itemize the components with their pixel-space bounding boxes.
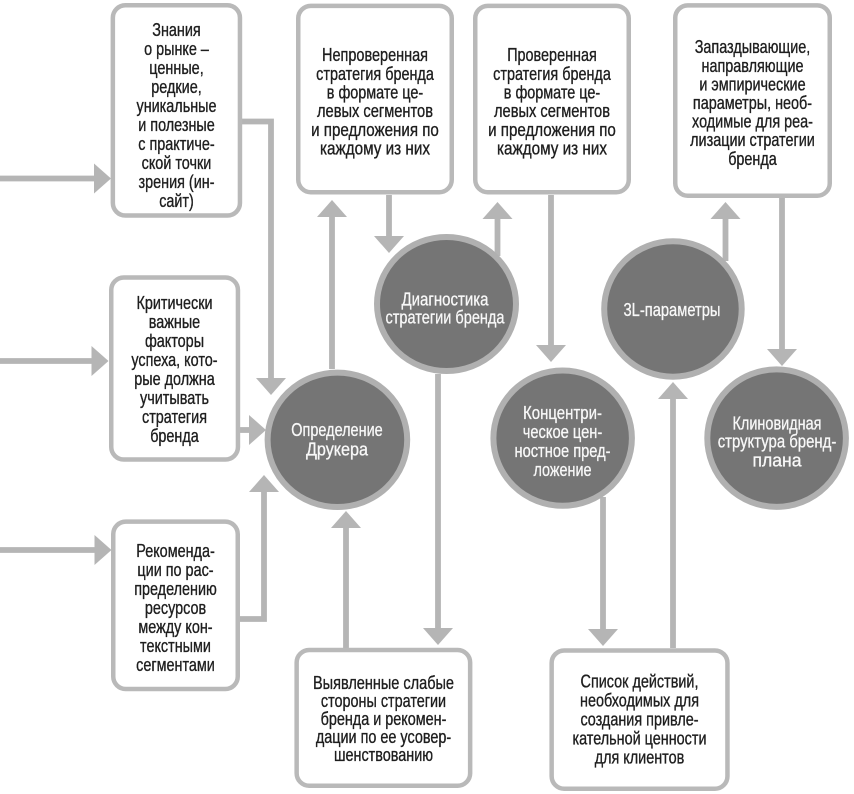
svg-text:параметры, необ-: параметры, необ- [693, 93, 812, 113]
svg-text:направляющие: направляющие [702, 56, 804, 76]
svg-text:Определение: Определение [291, 420, 382, 440]
svg-text:Критически: Критически [136, 293, 212, 313]
svg-text:Знания: Знания [152, 20, 201, 40]
svg-text:с практиче-: с практиче- [138, 134, 214, 154]
svg-text:стратегия бренда: стратегия бренда [493, 64, 611, 84]
svg-text:3L-параметры: 3L-параметры [624, 300, 721, 320]
svg-text:ческое цен-: ческое цен- [523, 422, 603, 442]
svg-text:создания привле-: создания привле- [580, 710, 698, 730]
svg-text:сайт): сайт) [159, 191, 194, 211]
svg-text:стратегия бренда: стратегия бренда [316, 64, 434, 84]
svg-text:Рекоменда-: Рекоменда- [136, 541, 215, 561]
svg-text:ской точки: ской точки [142, 153, 212, 173]
svg-text:и предложения по: и предложения по [488, 120, 616, 140]
svg-text:и предложения по: и предложения по [311, 120, 439, 140]
svg-text:текстными: текстными [140, 636, 211, 656]
svg-text:левых сегментов: левых сегментов [317, 101, 433, 121]
svg-text:бренда: бренда [150, 426, 199, 446]
svg-text:рые должна: рые должна [134, 369, 215, 389]
svg-text:бренда: бренда [728, 149, 777, 169]
svg-text:структура бренд-: структура бренд- [718, 432, 837, 452]
svg-text:Запаздывающие,: Запаздывающие, [695, 37, 811, 57]
svg-text:сегментами: сегментами [136, 655, 215, 675]
svg-text:и эмпирические: и эмпирические [699, 74, 805, 94]
svg-text:ции по рас-: ции по рас- [137, 560, 213, 580]
svg-text:в формате це-: в формате це- [504, 83, 600, 103]
svg-text:стороны стратегии: стороны стратегии [321, 691, 446, 711]
svg-text:бренда и рекомен-: бренда и рекомен- [321, 709, 447, 729]
svg-text:стратегия: стратегия [142, 407, 207, 427]
svg-text:между кон-: между кон- [138, 617, 212, 637]
svg-text:о рынке –: о рынке – [144, 39, 209, 59]
svg-text:левых сегментов: левых сегментов [494, 101, 610, 121]
svg-text:Концентри-: Концентри- [523, 403, 602, 423]
svg-text:учитывать: учитывать [140, 388, 209, 408]
svg-text:ложение: ложение [534, 460, 592, 480]
svg-text:Проверенная: Проверенная [507, 45, 597, 65]
svg-text:Непроверенная: Непроверенная [322, 45, 428, 65]
svg-text:Список действий,: Список действий, [581, 672, 699, 692]
svg-text:каждому из них: каждому из них [320, 139, 430, 159]
svg-text:ностное пред-: ностное пред- [515, 441, 611, 461]
svg-text:для клиентов: для клиентов [595, 748, 685, 768]
svg-text:лизации стратегии: лизации стратегии [690, 130, 815, 150]
svg-text:редкие,: редкие, [151, 77, 202, 97]
svg-text:Клиновидная: Клиновидная [733, 413, 822, 433]
svg-text:необходимых для: необходимых для [580, 691, 699, 711]
svg-text:плана: плана [753, 450, 803, 470]
svg-text:важные: важные [149, 312, 200, 332]
svg-text:успеха, кото-: успеха, кото- [131, 350, 217, 370]
svg-text:в формате це-: в формате це- [327, 83, 423, 103]
svg-text:и полезные: и полезные [138, 115, 215, 135]
svg-text:ходимые для реа-: ходимые для реа- [692, 112, 813, 132]
svg-text:уникальные: уникальные [137, 96, 217, 116]
svg-text:кательной ценности: кательной ценности [573, 729, 707, 749]
svg-text:ресурсов: ресурсов [145, 598, 206, 618]
svg-text:Диагностика: Диагностика [402, 289, 490, 309]
svg-text:зрения (ин-: зрения (ин- [139, 172, 215, 192]
svg-text:Друкера: Друкера [306, 440, 369, 460]
svg-text:ценные,: ценные, [149, 58, 203, 78]
svg-text:факторы: факторы [145, 331, 204, 351]
svg-text:Выявленные слабые: Выявленные слабые [313, 673, 454, 693]
svg-text:дации по ее усовер-: дации по ее усовер- [316, 727, 451, 747]
svg-text:шенствованию: шенствованию [334, 745, 433, 765]
svg-text:пределению: пределению [134, 579, 217, 599]
svg-text:стратегии бренда: стратегии бренда [386, 308, 506, 328]
svg-text:каждому из них: каждому из них [497, 139, 607, 159]
